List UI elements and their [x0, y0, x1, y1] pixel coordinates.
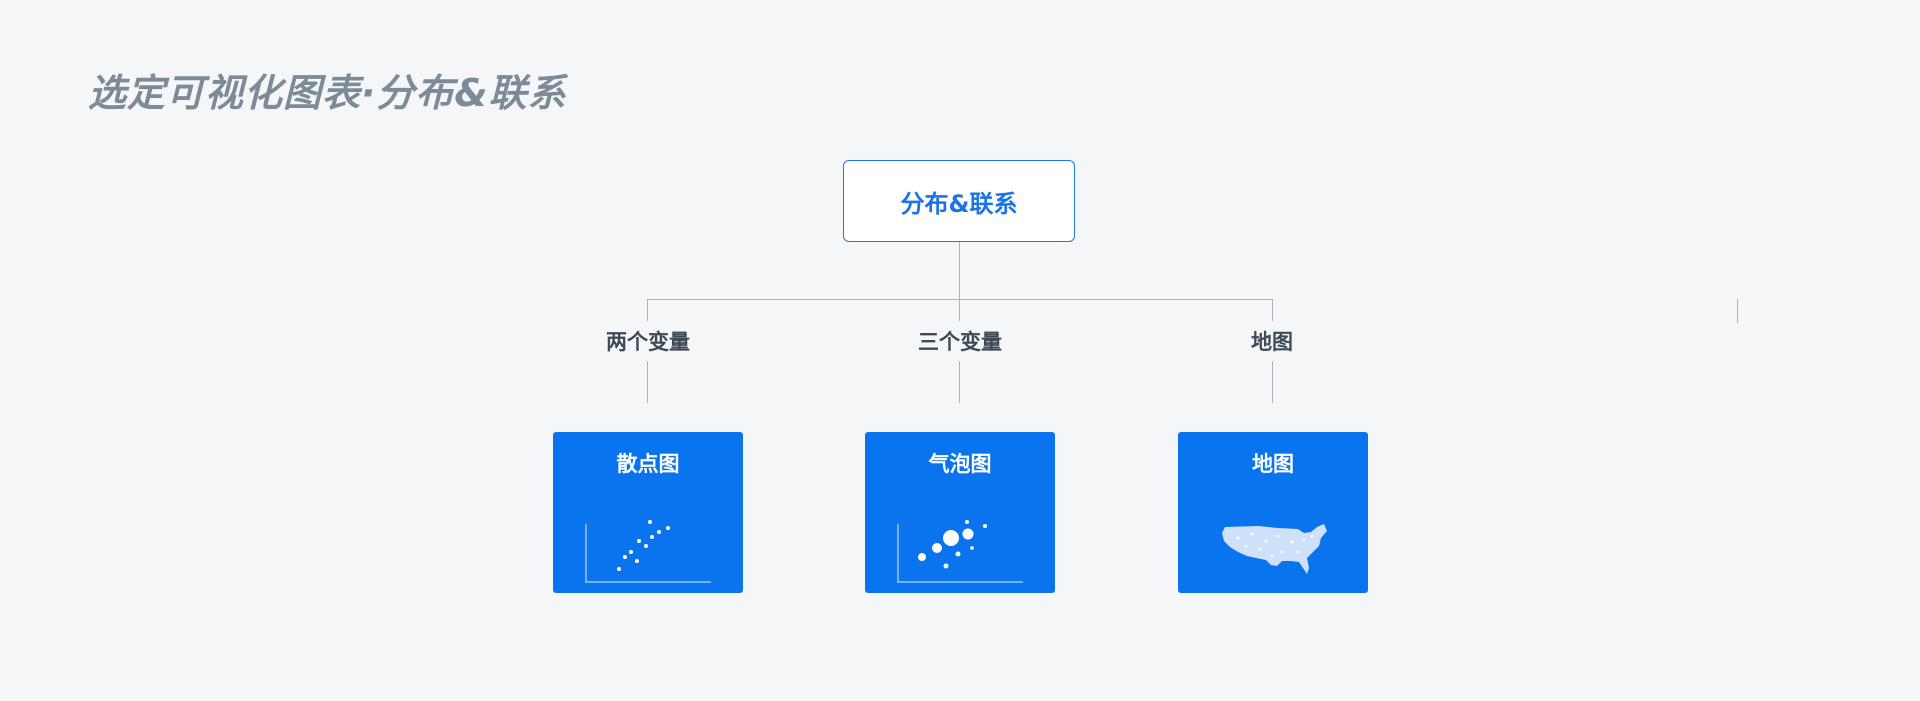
connector-drop-2	[959, 299, 960, 321]
card-bubble-chart[interactable]: 气泡图	[865, 432, 1055, 593]
branch-label-two-variables: 两个变量	[606, 330, 690, 354]
branch-label-three-variables: 三个变量	[918, 330, 1002, 354]
card-scatter-chart[interactable]: 散点图	[553, 432, 743, 593]
bubble-chart-icon	[897, 520, 1023, 583]
card-title-bubble: 气泡图	[928, 452, 992, 476]
connector-drop-3	[1272, 299, 1273, 321]
connector-horizontal	[647, 299, 1273, 300]
scatter-chart-icon	[585, 520, 711, 583]
card-map[interactable]: 地图	[1178, 432, 1368, 593]
connector-label-to-card-3	[1272, 361, 1273, 403]
connector-label-to-card-1	[647, 361, 648, 403]
card-title-scatter: 散点图	[616, 452, 680, 476]
root-node[interactable]: 分布&联系	[843, 160, 1075, 242]
page-title: 选定可视化图表·分布&联系	[88, 71, 567, 115]
connector-stray-tick	[1737, 299, 1738, 323]
connector-drop-1	[647, 299, 648, 321]
branch-label-map: 地图	[1251, 330, 1293, 354]
us-map-icon	[1222, 524, 1327, 574]
root-node-label: 分布&联系	[900, 189, 1018, 218]
connector-label-to-card-2	[959, 361, 960, 403]
connector-root-stem	[959, 242, 960, 300]
card-title-map: 地图	[1252, 452, 1294, 476]
